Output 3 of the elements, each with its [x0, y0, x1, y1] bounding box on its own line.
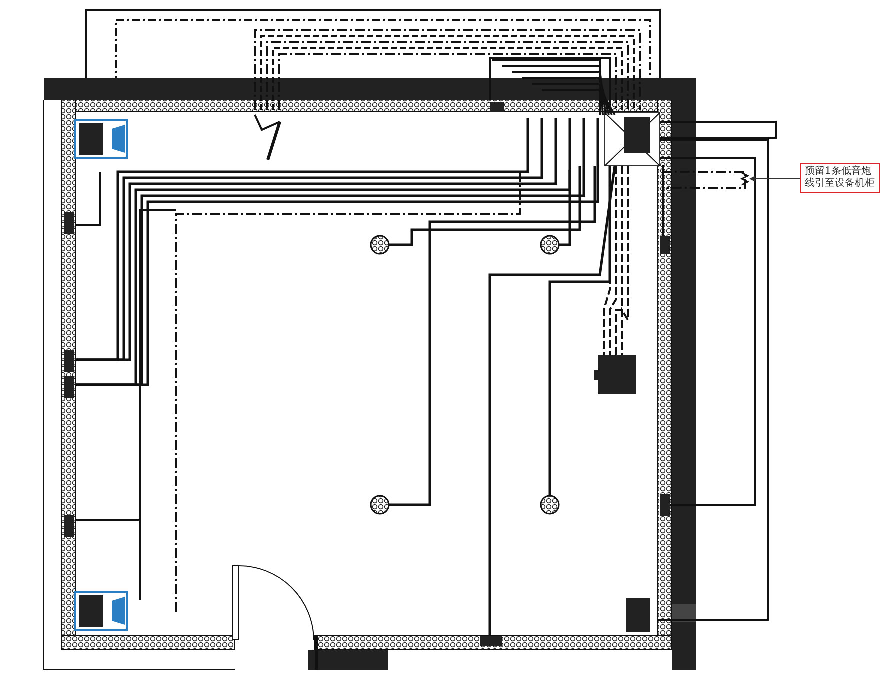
connector-mark — [740, 172, 750, 186]
leader-line — [749, 176, 800, 182]
callout-box: 预留1条低音炮线引至设备机柜 — [800, 163, 880, 193]
